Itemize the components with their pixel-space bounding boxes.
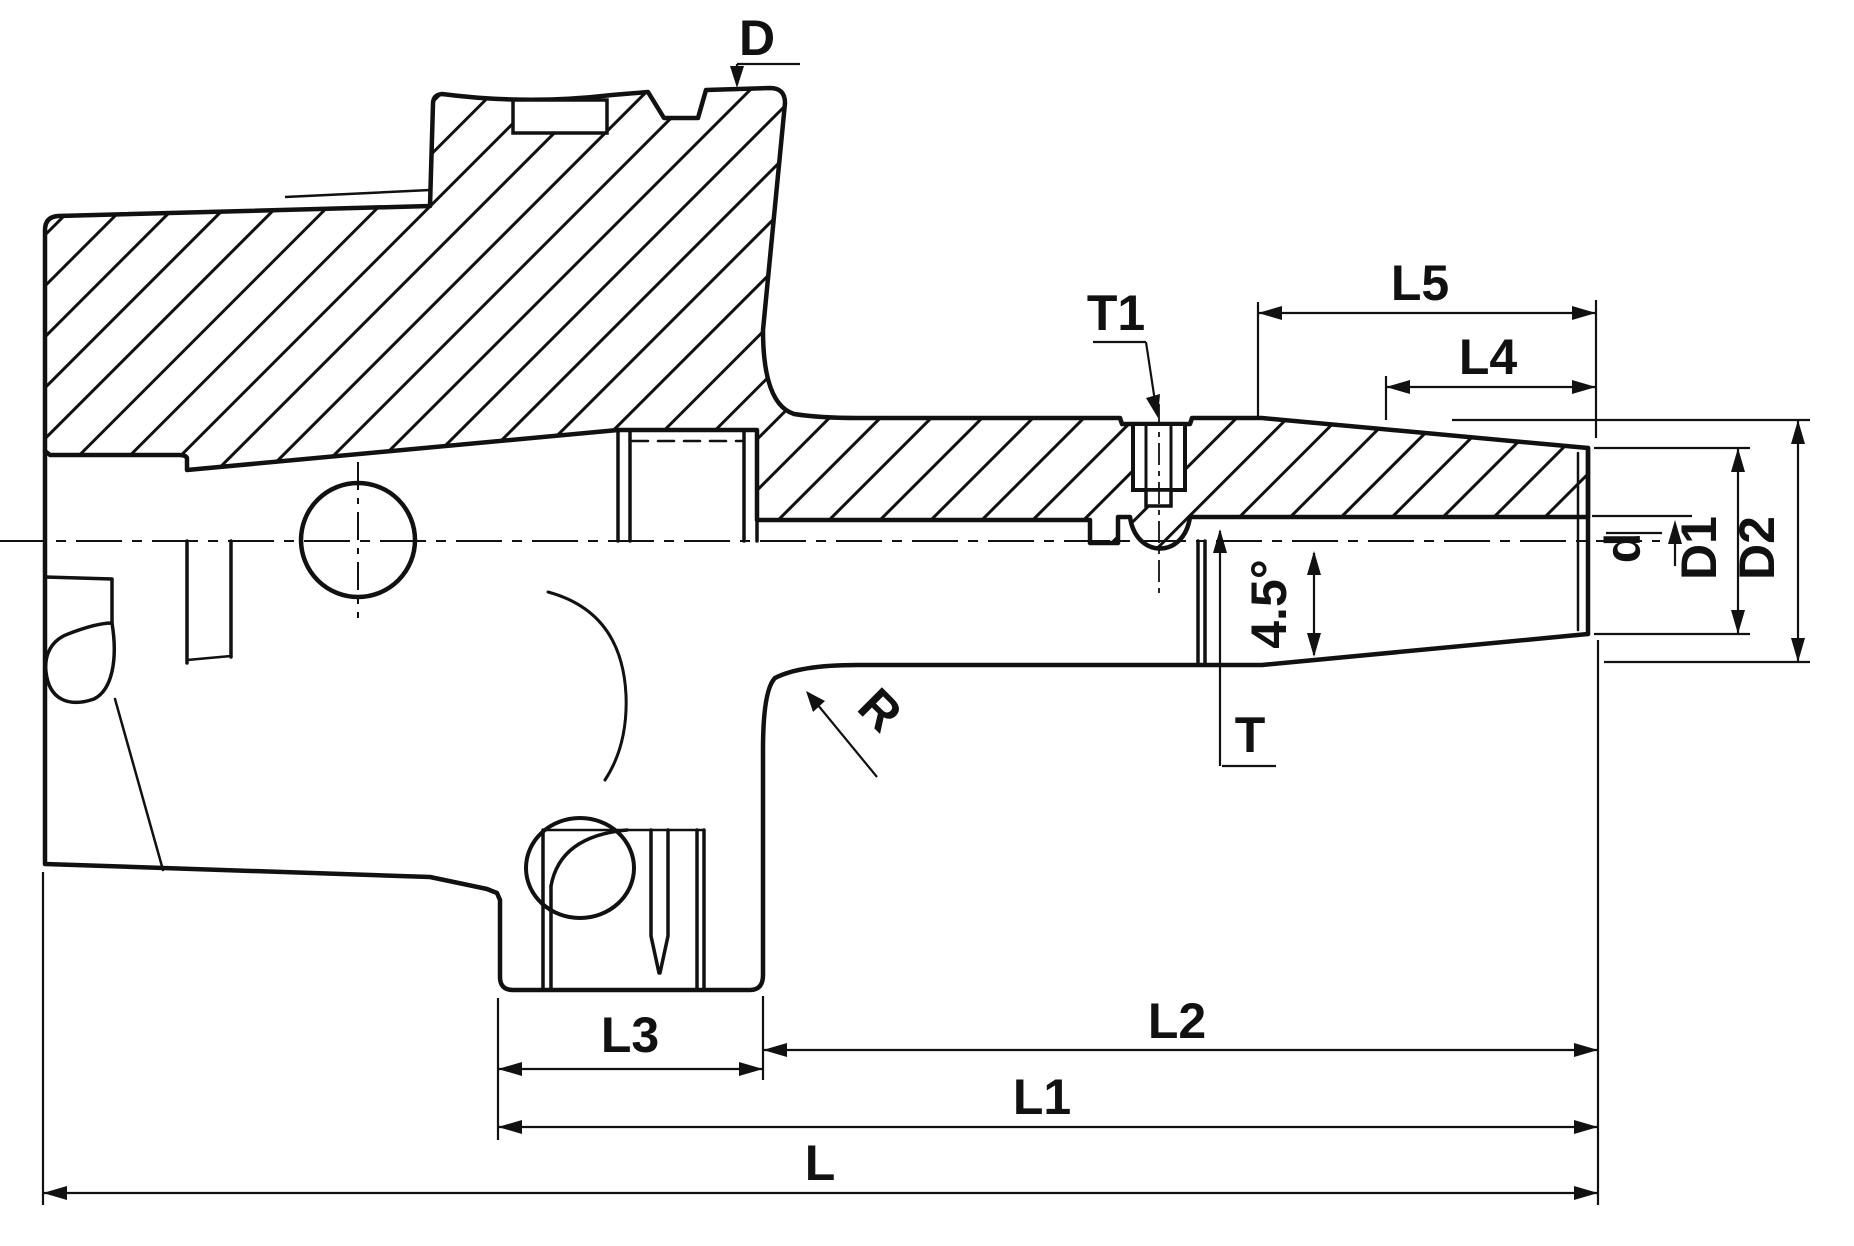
dim-label-L4: L4 xyxy=(1459,329,1518,385)
outside-view-lower-half xyxy=(42,445,1591,993)
gripper-claw xyxy=(43,621,116,705)
arrow-D2-top xyxy=(1791,420,1805,444)
hatch-region xyxy=(42,85,1591,551)
arrow-angle-bottom xyxy=(1307,633,1321,657)
dim-label-L5: L5 xyxy=(1391,255,1449,311)
centerlines xyxy=(0,462,1660,618)
arrow-L1-left xyxy=(498,1120,522,1134)
arrow-L1-right xyxy=(1574,1120,1598,1134)
arrow-L5-right xyxy=(1572,306,1596,320)
arrow-D1-top xyxy=(1731,448,1745,472)
arrow-L4-left xyxy=(1386,380,1410,394)
arrow-d-up xyxy=(1668,520,1682,544)
dim-label-L2: L2 xyxy=(1148,993,1206,1049)
arrow-L2-left xyxy=(763,1043,787,1057)
arrow-D xyxy=(730,66,744,88)
arrow-L5-left xyxy=(1258,306,1282,320)
key-pocket xyxy=(511,98,609,135)
dimension-lines xyxy=(41,62,1810,1205)
lower-outline xyxy=(42,448,1591,993)
dim-label-D: D xyxy=(739,10,775,66)
arrow-L2-right xyxy=(1574,1043,1598,1057)
arrow-T1 xyxy=(1146,394,1160,418)
flange-cone-hole xyxy=(524,816,636,920)
dim-label-T1: T1 xyxy=(1087,285,1145,341)
flange-groove-arc xyxy=(549,828,629,888)
arrow-T-up xyxy=(1213,529,1227,553)
gripper-step xyxy=(43,575,114,625)
taper-back-edge xyxy=(284,188,431,199)
dim-label-L1: L1 xyxy=(1013,1069,1071,1125)
dim-label-D1: D1 xyxy=(1671,516,1727,580)
collet-slit xyxy=(649,828,670,975)
dim-label-D2: D2 xyxy=(1729,516,1785,580)
dim-label-L3: L3 xyxy=(601,1007,659,1063)
arrowheads xyxy=(43,66,1805,1200)
arrow-L4-right xyxy=(1572,380,1596,394)
arrow-L-right xyxy=(1574,1186,1598,1200)
bore-edge xyxy=(185,654,233,662)
section-hatched-body xyxy=(42,85,1591,551)
dim-label-angle: 4.5° xyxy=(1241,559,1297,649)
dim-line-R xyxy=(807,692,878,778)
dim-label-d: d xyxy=(1595,533,1651,564)
section-internal-lines xyxy=(616,428,759,543)
arrow-angle-top xyxy=(1307,551,1321,575)
arrow-D2-bottom xyxy=(1791,638,1805,662)
arrow-D1-bottom xyxy=(1731,610,1745,634)
groove-edge xyxy=(113,697,165,872)
dim-label-L: L xyxy=(805,1135,836,1191)
flange-cone-hole-edge xyxy=(546,590,628,782)
set-screw xyxy=(1131,404,1187,594)
dim-label-T: T xyxy=(1235,707,1266,763)
arrow-R xyxy=(806,691,825,712)
dim-label-R: R xyxy=(847,677,912,742)
arrow-L3-right xyxy=(739,1062,763,1076)
arrow-L3-left xyxy=(498,1062,522,1076)
arrow-L-left xyxy=(43,1186,67,1200)
dimension-labels: D T1 L5 L4 d D1 D2 4.5° T R L3 L2 L1 L xyxy=(601,10,1785,1191)
